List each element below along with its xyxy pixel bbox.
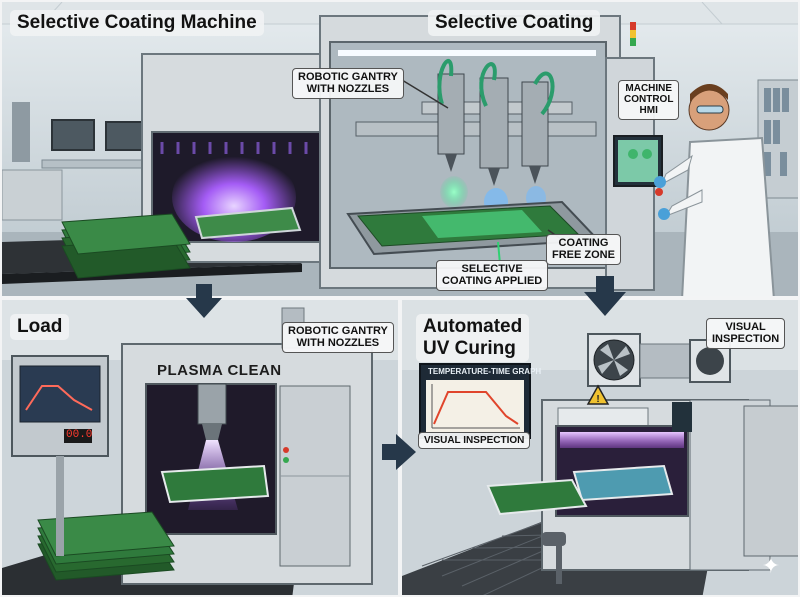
uv-lamp-glow bbox=[560, 432, 684, 448]
panel-top-coating: Selective Coating Machine Selective Coat… bbox=[0, 0, 800, 298]
title-load: Load bbox=[10, 314, 70, 340]
callout-coating-free-zone: COATING FREE ZONE bbox=[546, 234, 621, 265]
sparkle-icon: ✦ bbox=[761, 553, 780, 578]
title-line-2: UV Curing bbox=[423, 337, 516, 359]
title-selective-coating: Selective Coating bbox=[428, 10, 601, 36]
label-plasma-clean: PLASMA CLEAN bbox=[157, 362, 282, 379]
graph-title: TEMPERATURE-TIME GRAPH bbox=[428, 367, 542, 376]
title-line-1: Automated bbox=[423, 316, 523, 337]
warning-icon bbox=[586, 384, 610, 405]
hmi-readout: 00.0 bbox=[66, 429, 93, 441]
callout-robotic-gantry: ROBOTIC GANTRY WITH NOZZLES bbox=[292, 68, 404, 99]
callout-selective-coating-applied: SELECTIVE COATING APPLIED bbox=[436, 260, 549, 291]
panel-plasma-clean: Load PLASMA CLEAN ROBOTIC GANTRY WITH NO… bbox=[0, 298, 400, 597]
callout-visual-inspection-top: VISUAL INSPECTION bbox=[706, 318, 786, 349]
coating-scene bbox=[2, 2, 798, 296]
panel-uv-curing: ! Automated UV Curing VISUAL INSPECTION … bbox=[400, 298, 800, 597]
callout-visual-inspection-bottom: VISUAL INSPECTION bbox=[418, 432, 531, 450]
svg-text:!: ! bbox=[596, 394, 599, 405]
callout-robotic-gantry-bl: ROBOTIC GANTRY WITH NOZZLES bbox=[282, 322, 394, 353]
title-automated-uv-curing: Automated UV Curing bbox=[416, 314, 530, 362]
callout-machine-hmi: MACHINE CONTROL HMI bbox=[618, 80, 680, 120]
operator-figure bbox=[654, 84, 775, 296]
title-selective-coating-machine: Selective Coating Machine bbox=[10, 10, 264, 36]
